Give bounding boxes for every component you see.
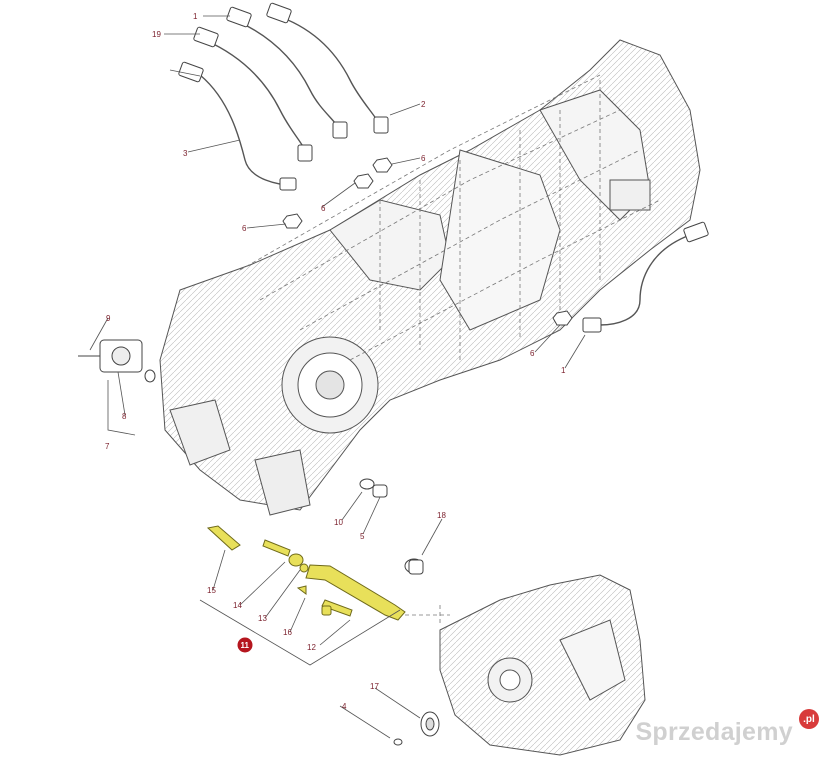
callout-17: 17 xyxy=(370,682,379,691)
rear-transmission-housing xyxy=(439,574,646,756)
callout-15: 15 xyxy=(207,586,216,595)
shaft-guide-lines xyxy=(405,605,450,625)
callout-6-mid: 6 xyxy=(321,204,326,213)
plug-and-washer xyxy=(359,478,388,498)
bushing-seal-parts xyxy=(393,558,440,746)
callout-6-left: 6 xyxy=(242,224,247,233)
leader-lines xyxy=(89,15,586,739)
callout-18: 18 xyxy=(437,511,446,520)
callout-9: 9 xyxy=(106,314,111,323)
callout-11-badge xyxy=(237,637,253,653)
callout-11: 11 xyxy=(241,641,250,650)
callout-8: 8 xyxy=(122,412,127,421)
main-transmission-housing xyxy=(159,39,701,516)
callout-13: 13 xyxy=(258,614,267,623)
callout-7: 7 xyxy=(105,442,110,451)
callout-12: 12 xyxy=(307,643,316,652)
callout-5: 5 xyxy=(360,532,365,541)
callout-2: 2 xyxy=(421,100,426,109)
callout-1-right: 1 xyxy=(561,366,566,375)
callout-14: 14 xyxy=(233,601,242,610)
watermark: Sprzedajemy .pl xyxy=(635,709,819,751)
callout-3: 3 xyxy=(183,149,188,158)
sensor-nuts xyxy=(282,157,573,326)
callout-16: 16 xyxy=(283,628,292,637)
callout-10: 10 xyxy=(334,518,343,527)
highlighted-shaft-assembly xyxy=(206,525,406,621)
callout-6-lower: 6 xyxy=(530,349,535,358)
callout-19: 19 xyxy=(152,30,161,39)
watermark-text: Sprzedajemy xyxy=(635,718,793,746)
watermark-badge: .pl xyxy=(799,709,819,729)
callout-6-right: 6 xyxy=(421,154,426,163)
speed-sensor-cables xyxy=(199,14,691,326)
flange-assembly xyxy=(78,339,156,383)
callout-4: 4 xyxy=(342,702,347,711)
callout-labels: 1 19 2 3 6 6 6 9 8 7 6 1 10 5 18 15 14 1… xyxy=(105,12,566,711)
callout-1-top: 1 xyxy=(193,12,198,21)
housing-hidden-lines xyxy=(239,74,661,361)
sensor-connectors xyxy=(178,2,709,333)
